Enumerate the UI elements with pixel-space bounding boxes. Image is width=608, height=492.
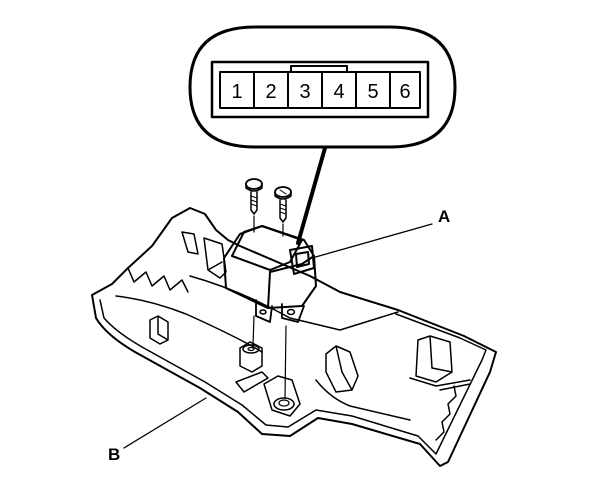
right-latch (415, 335, 453, 383)
switch-front-edge (225, 271, 271, 309)
install-line-right (282, 223, 287, 399)
panel-outline (91, 207, 497, 467)
switch-tab-right-hole (286, 308, 296, 316)
screw-boss-lower (263, 375, 301, 417)
panel-ribs-left (127, 267, 189, 293)
switch-side-edge (269, 255, 315, 273)
pin-number-5: 5 (367, 81, 378, 103)
pin-cavity-6 (389, 71, 421, 109)
connector-inset: 1 2 3 4 5 6 (188, 25, 457, 149)
screw-left (245, 178, 263, 215)
inset-pointer (296, 146, 327, 245)
switch-tab-right (281, 303, 305, 323)
pin-number-6: 6 (399, 81, 410, 103)
install-line-left (252, 215, 255, 347)
switch-top (231, 225, 303, 271)
screw-right (274, 186, 292, 223)
pin-number-2: 2 (265, 81, 276, 103)
panel-ridge-3 (315, 379, 411, 421)
pin-cavities (219, 71, 421, 109)
connector-face (210, 60, 430, 119)
panel-inner-rim (99, 299, 487, 455)
switch-connector-socket (289, 245, 315, 275)
inset-outline (188, 25, 457, 149)
right-latch-base (409, 377, 471, 391)
rear-bracket-small (181, 231, 199, 255)
pin-number-3: 3 (299, 81, 310, 103)
callout-label-a: A (438, 207, 450, 226)
center-cutout (235, 371, 269, 393)
callout-line-a (311, 223, 433, 259)
left-clip (149, 315, 169, 345)
connector-lock-tab (290, 65, 348, 73)
callout-line-b (123, 397, 207, 449)
panel-ridge (115, 295, 263, 353)
lower-panel (91, 207, 497, 467)
switch-tab-left-hole (259, 309, 267, 315)
pin-number-4: 4 (333, 81, 344, 103)
middle-latch (325, 345, 359, 393)
switch-body (223, 225, 317, 309)
panel-ridge-2 (189, 275, 399, 331)
panel-ribs-right (435, 385, 457, 441)
switch-tab-left (255, 299, 273, 323)
callout-label-b: B (108, 445, 120, 464)
screw-boss-upper (239, 341, 263, 373)
switch-assembly (223, 225, 317, 323)
rear-bracket-left (203, 237, 227, 279)
pin-number-1: 1 (231, 81, 242, 103)
